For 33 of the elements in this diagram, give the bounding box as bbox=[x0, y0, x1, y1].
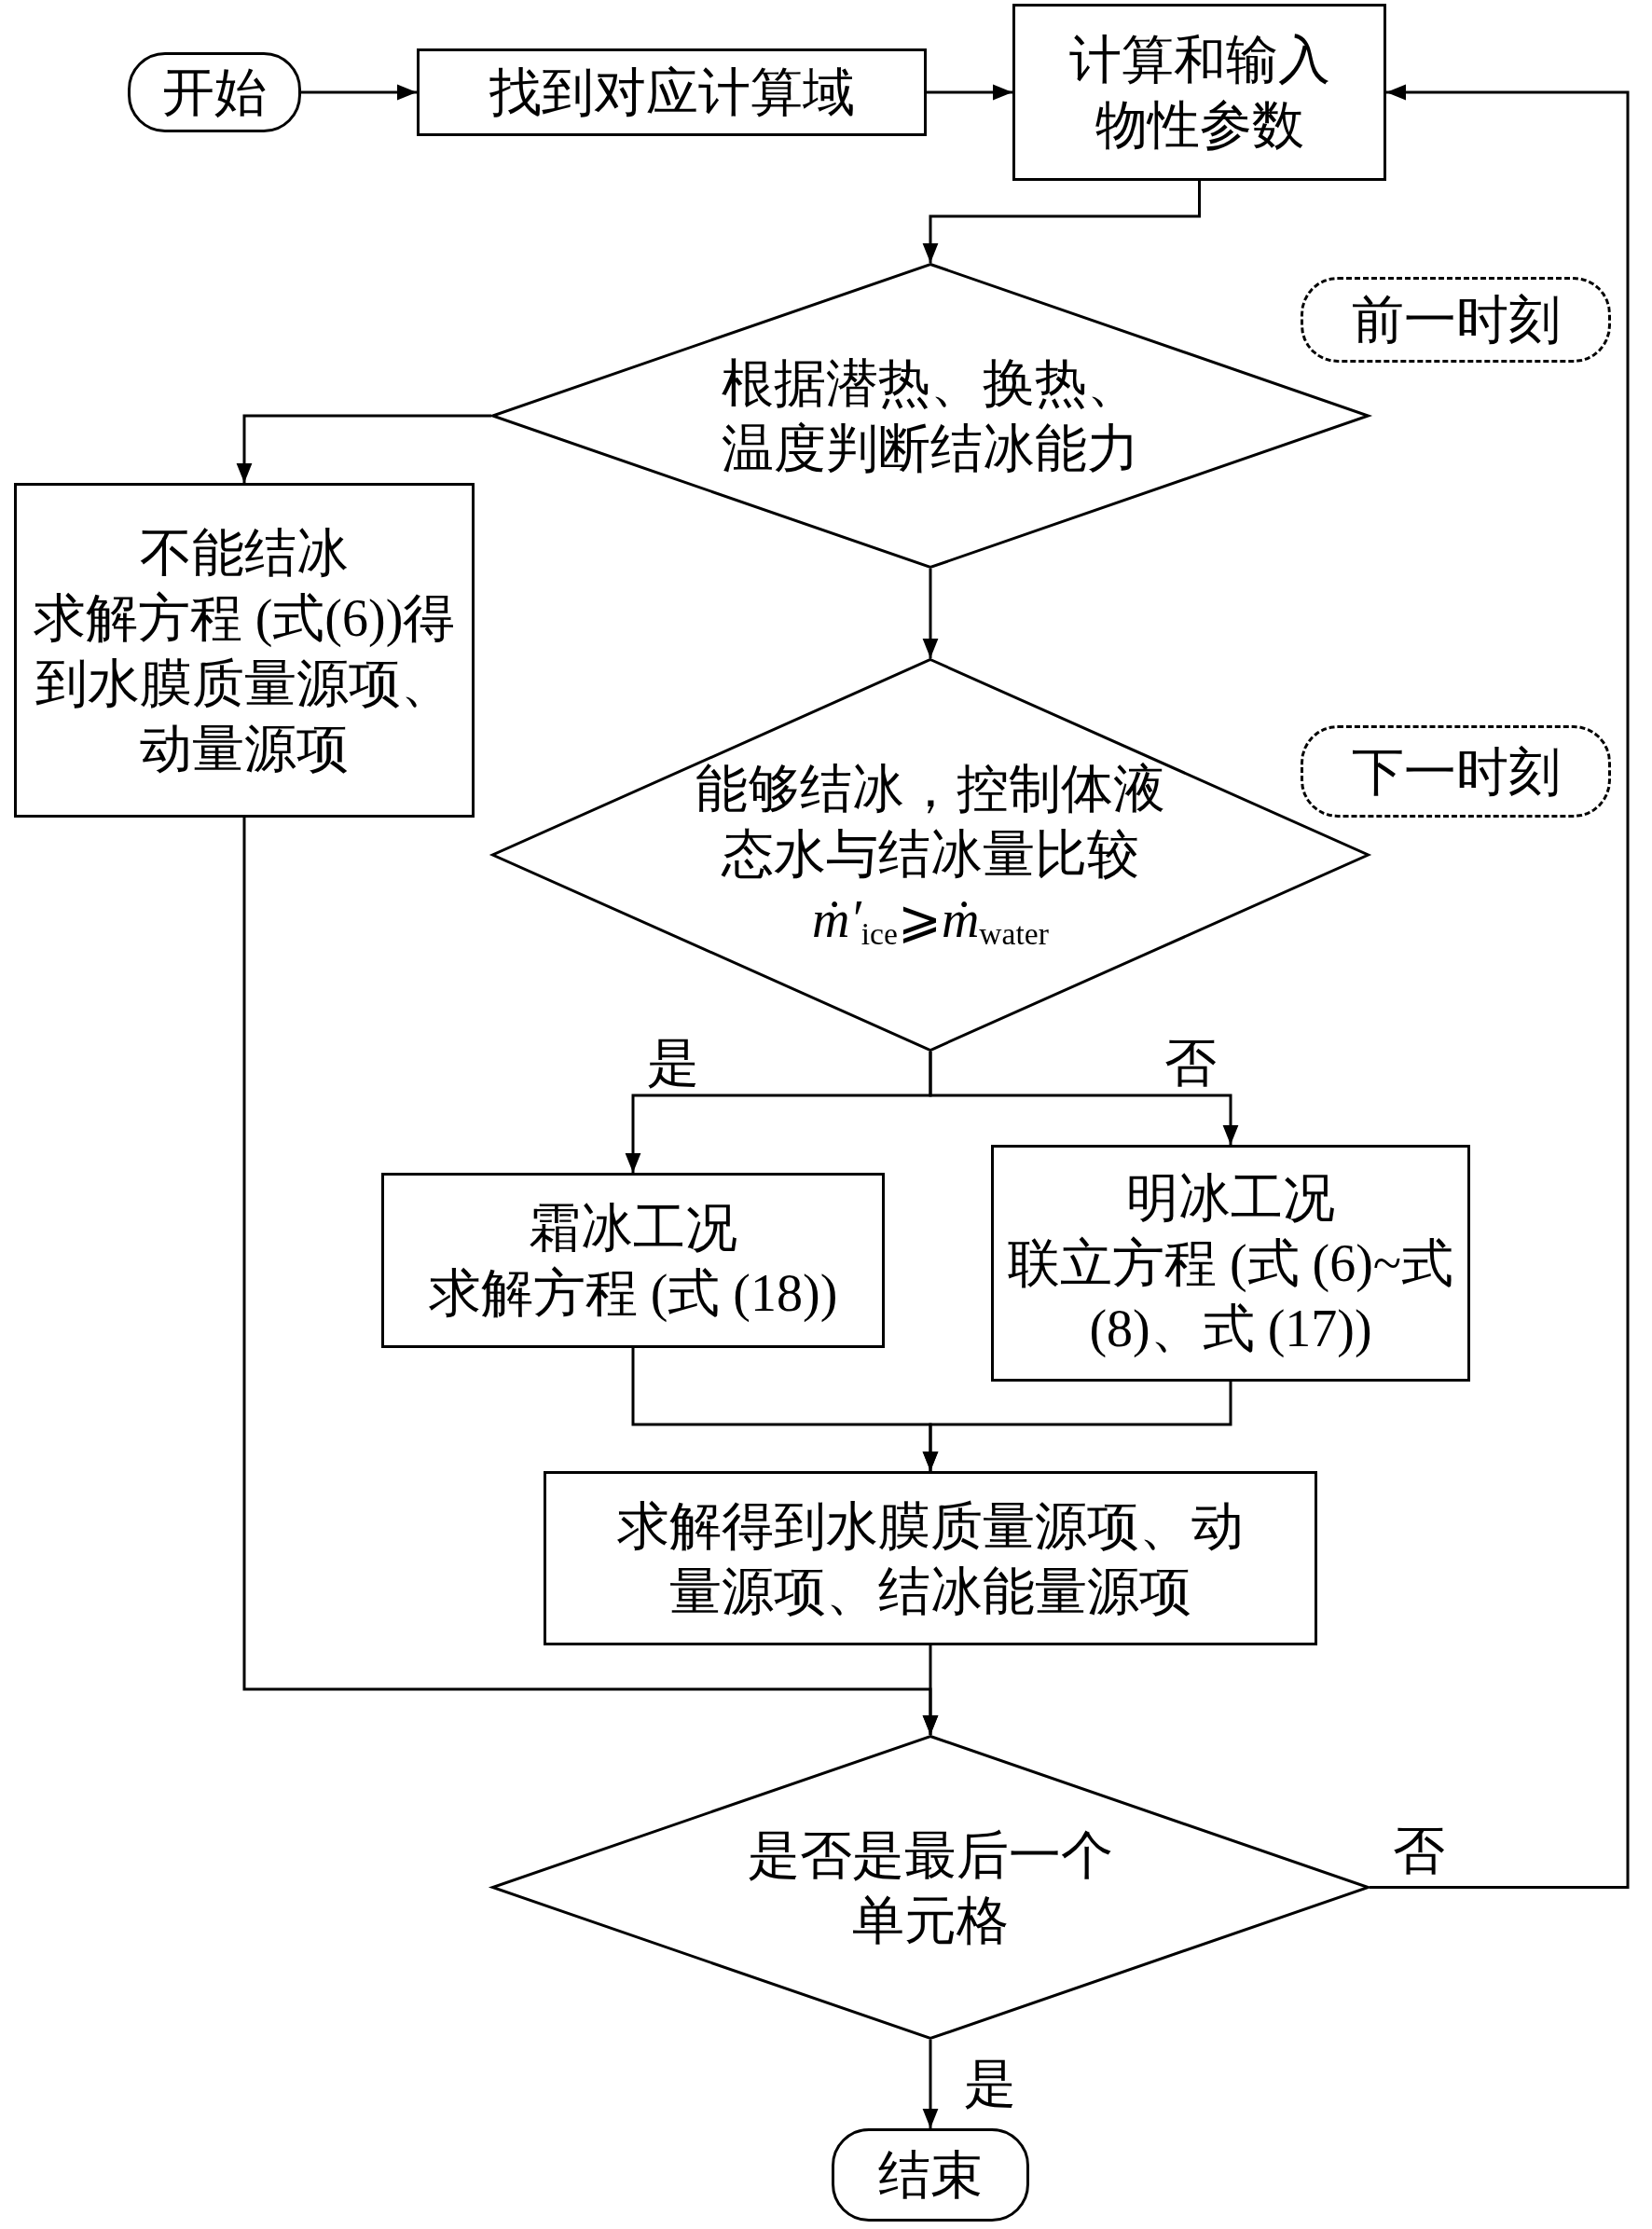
node-text: 联立方程 (式 (6)~式 (8)、式 (17)) bbox=[1006, 1233, 1455, 1359]
node-text: 求解方程 (式(6))得到水膜质量源项、动量源项 bbox=[32, 587, 457, 779]
arrow bbox=[236, 414, 491, 483]
arrow bbox=[922, 181, 1201, 263]
arrow bbox=[927, 84, 1012, 101]
node-text: 根据潜热、换热、温度判断结冰能力 bbox=[721, 353, 1140, 479]
arrow bbox=[929, 1052, 1239, 1145]
formula-text: ṁ′$_{ice}$⩾ṁ$_{water}$ bbox=[812, 888, 1049, 954]
node-text: 明冰工况 bbox=[1126, 1168, 1335, 1229]
process-box bbox=[1012, 4, 1386, 181]
node-text: 找到对应计算域 bbox=[489, 62, 855, 123]
arrow bbox=[922, 2040, 939, 2128]
node-text: 霜冰工况 bbox=[529, 1198, 737, 1259]
process-box bbox=[544, 1471, 1317, 1645]
process-box bbox=[417, 48, 927, 136]
node-text: 下一时刻 bbox=[1351, 741, 1561, 803]
node-text: 计算和输入物性参数 bbox=[1067, 30, 1331, 156]
node-text: 求解方程 (式 (18)) bbox=[428, 1263, 838, 1324]
process-box bbox=[991, 1145, 1470, 1382]
arrow bbox=[922, 569, 939, 658]
node-text: 是否是最后一个单元格 bbox=[747, 1824, 1114, 1951]
node-text: 开始 bbox=[162, 62, 267, 123]
terminal-box bbox=[832, 2128, 1029, 2222]
arrow bbox=[301, 84, 417, 101]
process-box bbox=[381, 1173, 885, 1348]
node-text: 求解得到水膜质量源项、动量源项、结冰能量源项 bbox=[616, 1495, 1245, 1622]
arrow bbox=[1370, 84, 1630, 1889]
node-text: 不能结冰 bbox=[140, 522, 349, 584]
arrow bbox=[922, 1382, 1232, 1471]
node-text: 前一时刻 bbox=[1351, 290, 1561, 351]
arrow bbox=[922, 1645, 939, 1735]
process-box bbox=[14, 483, 475, 818]
node-text: 结束 bbox=[878, 2145, 983, 2206]
